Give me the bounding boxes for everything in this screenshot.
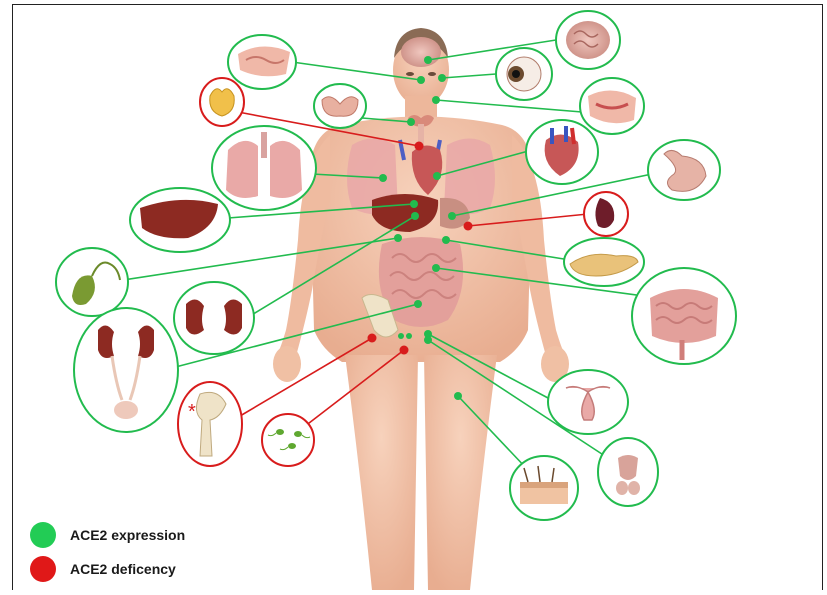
callout-lungs xyxy=(212,126,316,210)
svg-text:*: * xyxy=(188,401,196,423)
legend-item-expression: ACE2 expression xyxy=(30,518,185,552)
callout-uterus xyxy=(548,370,628,434)
callout-intestine xyxy=(632,268,736,364)
callout-thyroid xyxy=(314,84,366,128)
legend-swatch-red xyxy=(30,556,56,582)
legend-label-deficiency: ACE2 deficency xyxy=(70,561,176,577)
callout-eye xyxy=(496,48,552,100)
callout-oral-cavity xyxy=(580,78,644,134)
callout-nasal-cavity xyxy=(228,35,296,89)
callout-spleen xyxy=(584,192,628,236)
callout-gallbladder xyxy=(56,248,128,316)
legend: ACE2 expression ACE2 deficency xyxy=(30,518,185,586)
callout-male-reproductive xyxy=(598,438,658,506)
legend-item-deficiency: ACE2 deficency xyxy=(30,552,185,586)
callout-kidneys xyxy=(174,282,254,354)
callout-hip-bone: * xyxy=(178,382,242,466)
callout-heart xyxy=(526,120,598,184)
callout-skin xyxy=(510,456,578,520)
callout-adrenal-gland xyxy=(200,78,244,126)
callout-liver xyxy=(130,188,230,252)
callout-sperm xyxy=(262,414,314,466)
callout-urinary-system xyxy=(74,308,178,432)
legend-label-expression: ACE2 expression xyxy=(70,527,185,543)
callout-pancreas xyxy=(564,238,644,286)
callout-brain xyxy=(556,11,620,69)
callout-stomach xyxy=(648,140,720,200)
legend-swatch-green xyxy=(30,522,56,548)
